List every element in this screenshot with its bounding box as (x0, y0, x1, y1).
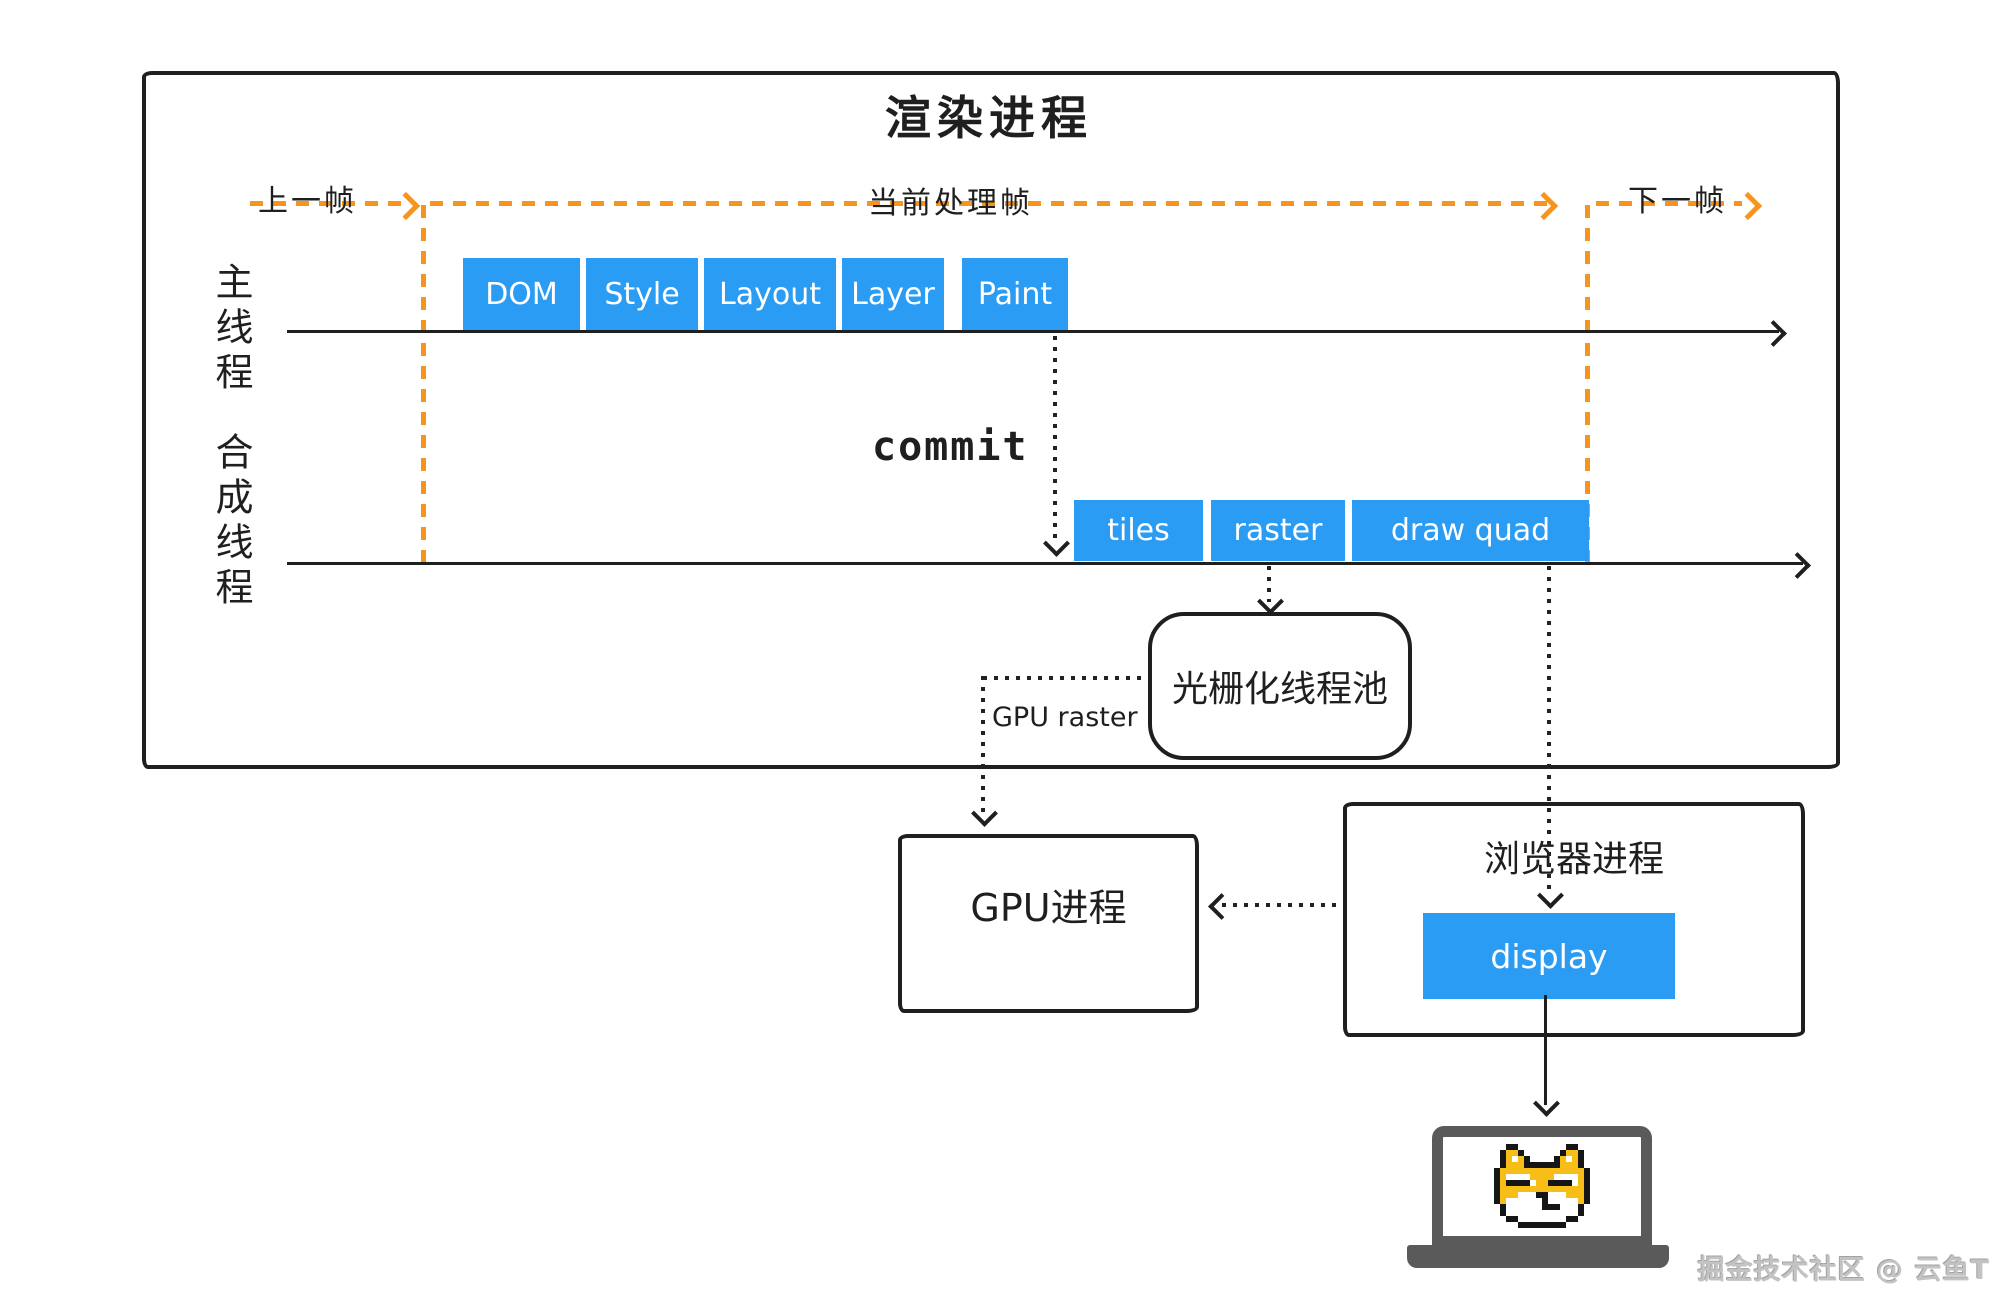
next-frame-label: 下一帧 (1628, 184, 1727, 219)
gpu-raster-label: GPU raster (992, 702, 1138, 733)
compositor-thread-label: 合成线程 (209, 432, 253, 612)
commit-label: commit (872, 424, 1029, 470)
raster-pool-label: 光栅化线程池 (1171, 669, 1388, 710)
prev-frame-label: 上一帧 (258, 184, 357, 219)
browser-process-box: 浏览器进程 display (1343, 802, 1805, 1037)
drawquad-to-display-line (1547, 566, 1551, 896)
browser-to-gpu-line (1222, 903, 1343, 907)
compositor-thread-timeline (287, 562, 1803, 565)
main-thread-timeline (287, 330, 1779, 333)
arrow-down-icon (1533, 1090, 1560, 1117)
display-block: display (1423, 913, 1675, 999)
task-style: Style (586, 258, 698, 330)
current-frame-label: 当前处理帧 (868, 186, 1033, 221)
task-tiles: tiles (1074, 500, 1203, 561)
arrow-left-icon (1208, 893, 1235, 920)
watermark: 掘金技术社区 @ 云鱼T (1697, 1255, 1990, 1286)
frame-start-divider-line (421, 205, 426, 565)
task-layer: Layer (842, 258, 944, 330)
raster-to-pool-line (1267, 566, 1271, 602)
commit-arrow-line (1053, 336, 1057, 544)
gpu-process-label: GPU进程 (970, 886, 1127, 930)
display-to-laptop-line (1544, 995, 1547, 1105)
gpu-raster-line-vertical (981, 676, 985, 814)
prev-frame-dash-line (250, 201, 410, 206)
browser-process-title: 浏览器进程 (1483, 839, 1664, 880)
current-frame-dash-line (430, 201, 1550, 206)
task-layout: Layout (704, 258, 836, 330)
main-thread-label: 主线程 (209, 262, 253, 397)
next-frame-dash-line (1596, 201, 1742, 206)
task-draw-quad: draw quad (1352, 500, 1589, 561)
arrow-down-icon (971, 800, 998, 827)
frame-end-divider-line (1585, 205, 1590, 568)
task-dom: DOM (463, 258, 580, 330)
task-raster: raster (1211, 500, 1345, 561)
doge-pixel-icon (1494, 1144, 1590, 1228)
task-paint: Paint (962, 258, 1068, 330)
render-process-title: 渲染进程 (885, 91, 1093, 145)
laptop-base (1407, 1245, 1669, 1268)
gpu-raster-line-horizontal (983, 676, 1148, 680)
raster-pool-box: 光栅化线程池 (1148, 612, 1412, 760)
gpu-process-box: GPU进程 (898, 834, 1199, 1013)
